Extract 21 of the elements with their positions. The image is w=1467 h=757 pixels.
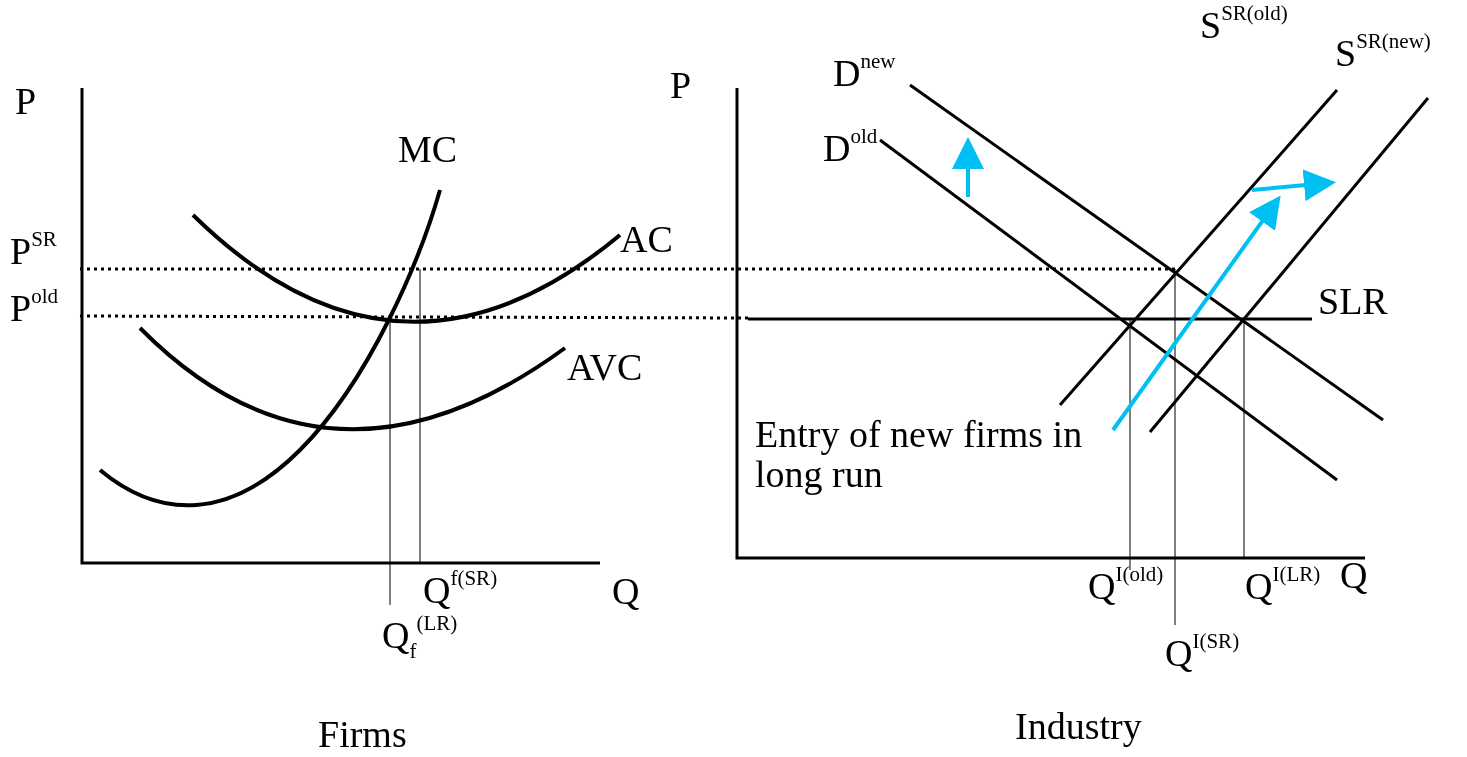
- quantity-label: Q$^{I(old)}$: [1088, 563, 1164, 607]
- curve-label: SLR: [1318, 282, 1388, 322]
- quantity-label: Q$^{I(SR)}$: [1165, 630, 1240, 674]
- curve-label: AC: [620, 220, 673, 260]
- panel-title: Firms: [318, 715, 407, 755]
- quantity-label: Q$^{I(LR)}$: [1245, 563, 1321, 607]
- annotation-text: Entry of new firms in long run: [755, 415, 1084, 495]
- axis-label: Q: [612, 572, 640, 612]
- curve-label: S$^{SR(new)}$: [1335, 30, 1431, 74]
- price-label: P$^{SR}$: [10, 228, 57, 272]
- curve-label: D$^{old}$: [823, 125, 878, 169]
- curve-label: S$^{SR(old)}$: [1200, 2, 1288, 46]
- quantity-label: Q$^{f(SR)}$: [423, 567, 498, 611]
- axis-label: P: [670, 66, 692, 106]
- axis-label: Q: [1340, 556, 1368, 596]
- curve-label: D$^{new}$: [833, 50, 896, 94]
- panel-title: Industry: [1015, 707, 1142, 747]
- curve-label: AVC: [567, 348, 643, 388]
- curve-label: MC: [398, 130, 458, 170]
- price-label: P$^{old}$: [10, 285, 58, 329]
- axis-label: P: [15, 82, 37, 122]
